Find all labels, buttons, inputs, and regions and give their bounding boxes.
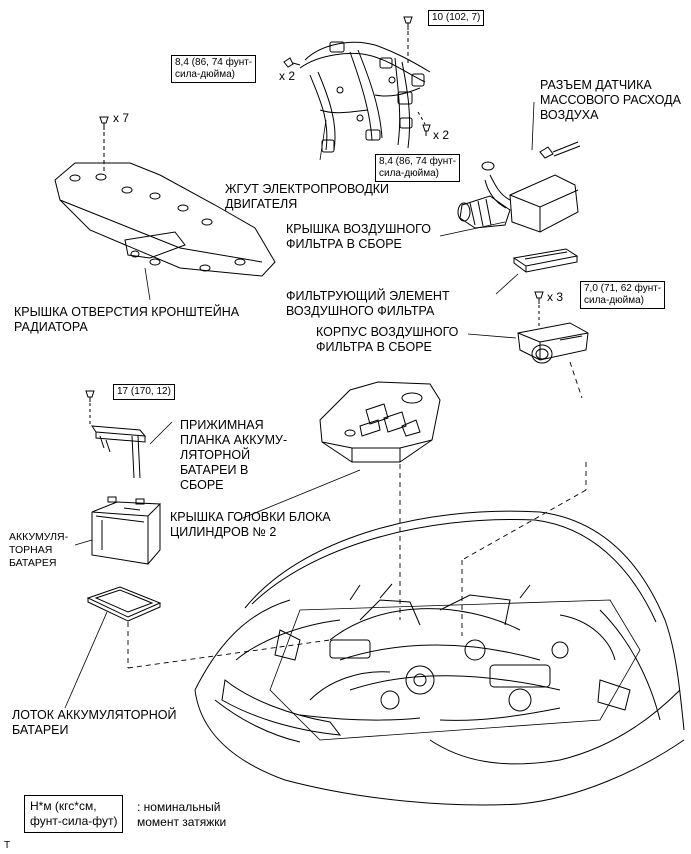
filter-element-drawing bbox=[512, 248, 579, 273]
radiator-support-cover-drawing bbox=[54, 162, 276, 277]
torque-legend-box: Н*м (кгс*см,фунт-сила-фут) bbox=[24, 795, 124, 833]
leader-lines bbox=[64, 101, 535, 709]
torque-harness-right: 8,4 (86, 74 фунт-сила-дюйма) bbox=[375, 154, 461, 182]
battery-clamp-drawing bbox=[91, 425, 147, 479]
multiplier-harness-right: x 2 bbox=[433, 128, 450, 142]
torque-harness-top: 10 (102, 7) bbox=[428, 10, 485, 26]
clamp-bolt-icon bbox=[85, 390, 95, 402]
air-filter-cover-drawing bbox=[457, 161, 579, 233]
cover-bolt-icon bbox=[99, 116, 109, 130]
multiplier-cover-bolts: x 7 bbox=[113, 111, 130, 125]
harness-bolt-right-icon bbox=[422, 124, 431, 136]
harness-bolt-top-icon bbox=[403, 16, 413, 30]
torque-battery-clamp: 17 (170, 12) bbox=[113, 384, 175, 400]
battery-clamp-label: ПРИЖИМНАЯ ПЛАНКА АККУМУ- ЛЯТОРНОЙ БАТАРЕ… bbox=[180, 418, 288, 492]
maf-connector-drawing bbox=[539, 141, 581, 159]
maf-sensor-connector-label: РАЗЪЕМ ДАТЧИКА МАССОВОГО РАСХОДА ВОЗДУХА bbox=[540, 78, 681, 122]
cylinder-head-cover-drawing bbox=[319, 381, 441, 463]
air-case-bolt-icon bbox=[534, 291, 544, 304]
wire-harness-drawing bbox=[299, 41, 431, 153]
multiplier-air-case: x 3 bbox=[547, 290, 564, 304]
battery-tray-drawing bbox=[86, 586, 162, 622]
assembly-lines bbox=[127, 361, 587, 669]
air-filter-case-drawing bbox=[517, 322, 589, 364]
harness-bolt-left-icon bbox=[283, 57, 301, 68]
torque-air-case: 7,0 (71, 62 фунт-сила-дюйма) bbox=[580, 281, 666, 309]
battery-label: АККУМУЛЯ- ТОРНАЯ БАТАРЕЯ bbox=[9, 531, 69, 569]
multiplier-harness-left: x 2 bbox=[279, 69, 296, 83]
engine-bay-drawing bbox=[194, 510, 685, 806]
torque-harness-left: 8,4 (86, 74 фунт-сила-дюйма) bbox=[171, 55, 257, 83]
corner-mark: T bbox=[4, 840, 11, 851]
battery-drawing bbox=[91, 496, 162, 565]
